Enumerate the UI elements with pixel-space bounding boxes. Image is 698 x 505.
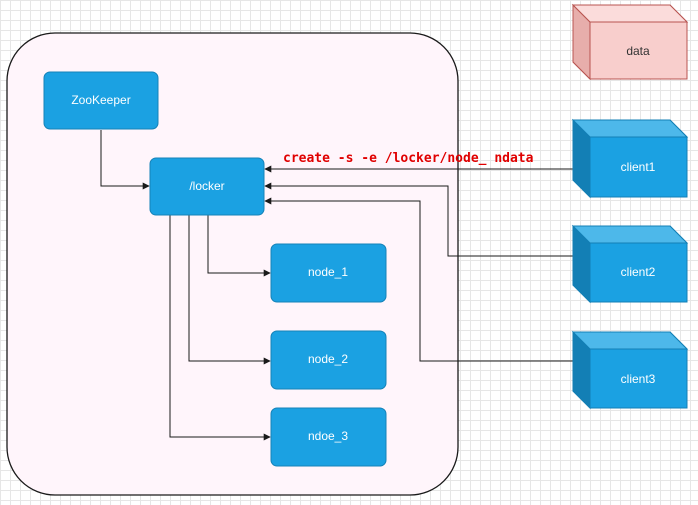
create-command-label: create -s -e /locker/node_ ndata [283,151,534,166]
zookeeper-node[interactable]: ZooKeeper [43,71,159,130]
edge-locker-to-node-2 [188,215,271,365]
ndoe-3-label: ndoe_3 [308,429,348,443]
ndoe-3[interactable]: ndoe_3 [270,407,387,467]
data-cube[interactable]: data [571,3,689,81]
client3-cube[interactable]: client3 [571,330,689,410]
zookeeper-label: ZooKeeper [71,93,130,107]
node-1-label: node_1 [308,265,348,279]
client3-label: client3 [621,372,656,386]
client1-cube[interactable]: client1 [571,118,689,199]
edge-locker-to-ndoe-3 [169,215,271,441]
client2-label: client2 [621,265,656,279]
edge-client3-to-locker [264,197,573,362]
client2-cube[interactable]: client2 [571,224,689,304]
edge-locker-to-node-1 [207,215,271,277]
edges [100,130,573,441]
client1-label: client1 [621,160,656,174]
edge-client2-to-locker [264,182,573,257]
locker-node[interactable]: /locker [149,157,265,216]
locker-label: /locker [189,179,224,193]
edge-zookeeper-to-locker [100,130,150,190]
node-2[interactable]: node_2 [270,330,387,390]
node-2-label: node_2 [308,352,348,366]
data-label: data [626,44,650,58]
node-1[interactable]: node_1 [270,243,387,303]
